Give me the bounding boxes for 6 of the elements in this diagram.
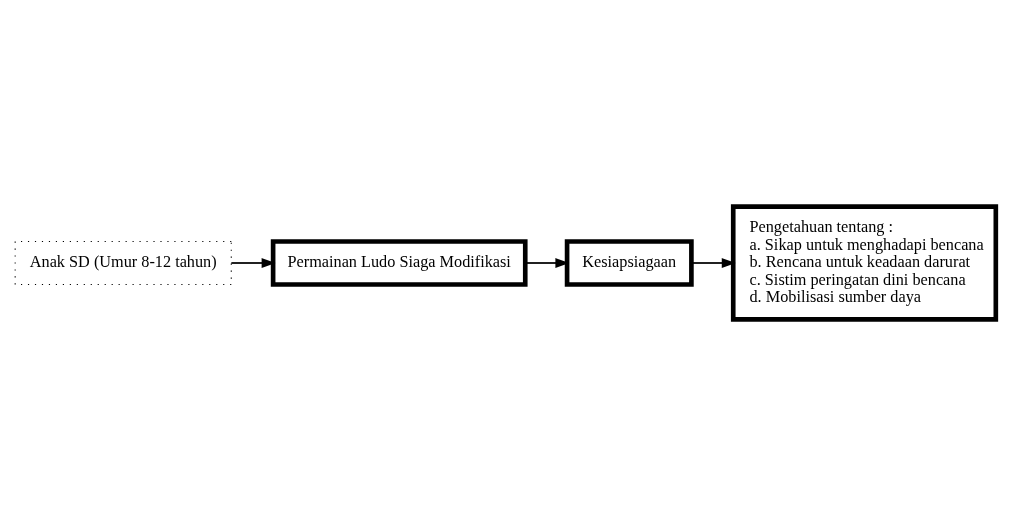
- node-box: Permainan Ludo Siaga Modifikasi: [270, 239, 528, 287]
- node-box: Anak SD (Umur 8-12 tahun): [14, 240, 232, 286]
- arrow: [690, 258, 736, 268]
- node-box: Kesiapsiagaan: [564, 239, 694, 287]
- node-box: Pengetahuan tentang : a. Sikap untuk menghadapi bencana b. Rencana untuk keadaan darurat c. Sistim peringatan dini bencana d. Mobilisasi sumber daya: [730, 204, 999, 322]
- arrow: [230, 258, 276, 268]
